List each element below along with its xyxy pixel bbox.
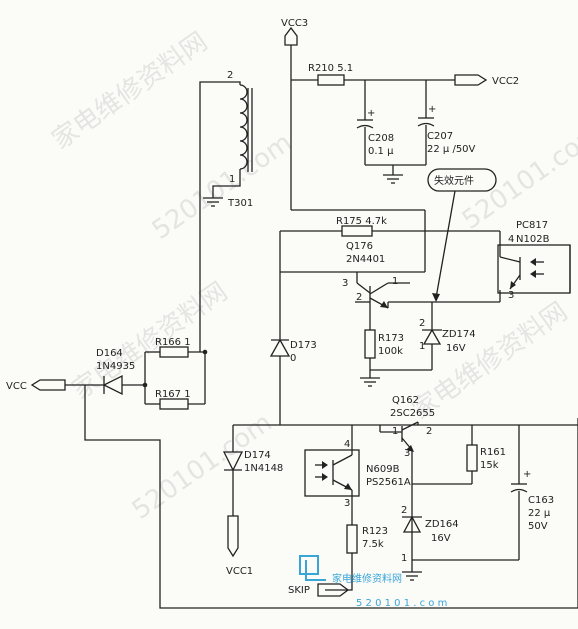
d164-diode <box>85 374 145 396</box>
t301-transformer <box>199 81 253 352</box>
r161-value: 15k <box>480 460 499 471</box>
r161-resistor <box>412 425 478 485</box>
n609b-optocoupler <box>304 425 360 525</box>
c208-capacitor: + <box>356 80 375 165</box>
pc817-optocoupler <box>497 244 571 294</box>
c208-ref: C208 <box>368 133 394 144</box>
vcc1-label: VCC1 <box>226 566 253 577</box>
c208-value: 0.1 μ <box>368 146 394 157</box>
zd174-ref: ZD174 <box>442 329 476 340</box>
d164-part: 1N4935 <box>96 361 135 372</box>
c163-value1: 22 μ <box>528 508 551 519</box>
pc817-pin3: 3 <box>508 290 514 301</box>
q176-ref: Q176 <box>346 241 373 252</box>
q176-pin2: 2 <box>356 292 362 303</box>
watermark-text: 520101.com <box>147 128 298 246</box>
zd174-pin1: 1 <box>419 341 425 352</box>
r173-value: 100k <box>378 346 403 357</box>
watermark-text: 家电维修资料网 <box>67 277 233 406</box>
vcc-label: VCC <box>6 381 27 392</box>
q162-ref: Q162 <box>392 395 419 406</box>
zd164-pin2: 2 <box>401 505 407 516</box>
watermark-text: 家电维修资料网 <box>47 27 213 156</box>
c207-capacitor: + <box>417 80 436 165</box>
r161-ref: R161 <box>480 447 506 458</box>
n609b-part: PS2561A <box>366 477 411 488</box>
t301-pin1: 1 <box>229 174 235 185</box>
ground-icon <box>402 571 422 581</box>
plus-mark: + <box>428 104 436 115</box>
zd174-pin2: 2 <box>419 318 425 329</box>
pc817-ref: PC817 <box>516 220 548 231</box>
logo-url: 5 2 0 1 0 1 . c o m <box>356 598 447 609</box>
zd164-ref: ZD164 <box>425 519 459 530</box>
r123-value: 7.5k <box>362 539 384 550</box>
r210-label: R210 5.1 <box>308 63 353 74</box>
failed-component-callout <box>427 168 497 302</box>
vcc2-connector <box>454 74 488 86</box>
c163-ref: C163 <box>528 495 554 506</box>
zd174-value: 16V <box>446 343 466 354</box>
r175-label: R175 4.7k <box>336 216 387 227</box>
logo-text: 家电维修资料网 <box>332 572 402 585</box>
r173-resistor <box>364 302 376 370</box>
pc817-pin4: 4 <box>508 234 514 245</box>
n609b-pin3: 3 <box>344 498 350 509</box>
skip-connector <box>317 583 350 597</box>
pc817-part: N102B <box>516 234 550 245</box>
q176-transistor <box>280 80 426 309</box>
skip-label: SKIP <box>288 585 310 596</box>
c207-ref: C207 <box>427 131 453 142</box>
q176-part: 2N4401 <box>346 254 385 265</box>
c163-capacitor: + <box>412 425 531 561</box>
d173-ref: D173 <box>290 340 317 351</box>
plus-mark: + <box>523 469 531 480</box>
n609b-pin4: 4 <box>344 439 350 450</box>
vcc2-label: VCC2 <box>492 76 519 87</box>
c163-value2: 50V <box>528 521 548 532</box>
c207-value: 22 μ /50V <box>427 144 476 155</box>
zd164-zener <box>402 515 422 533</box>
vcc3-connector <box>284 26 298 80</box>
r166-label: R166 1 <box>155 337 191 348</box>
ground-icon <box>360 377 380 387</box>
d174-ref: D174 <box>244 450 271 461</box>
zd164-value: 16V <box>431 533 451 544</box>
t301-ref: T301 <box>227 198 253 209</box>
q162-part: 2SC2655 <box>390 408 435 419</box>
t301-pin2: 2 <box>227 70 233 81</box>
zd164-pin1: 1 <box>401 553 407 564</box>
q176-pin3: 3 <box>342 278 348 289</box>
ground-icon <box>383 174 403 184</box>
n609b-ref: N609B <box>366 464 400 475</box>
r210-resistor <box>291 74 455 86</box>
d173-diode <box>269 272 291 425</box>
q176-pin1: 1 <box>392 276 398 287</box>
q162-pin3: 3 <box>404 448 410 459</box>
d174-diode <box>222 425 244 558</box>
r123-ref: R123 <box>362 526 388 537</box>
r167-label: R167 1 <box>155 389 191 400</box>
d173-value: 0 <box>290 353 296 364</box>
r175-resistor <box>279 225 501 272</box>
site-logo: 家电维修资料网 5 2 0 1 0 1 . c o m <box>299 555 447 609</box>
q162-pin1: 1 <box>392 426 398 437</box>
vcc3-label: VCC3 <box>281 18 308 29</box>
r123-resistor <box>325 524 358 591</box>
r166-r167-resistors <box>142 346 208 410</box>
q162-transistor <box>379 421 419 565</box>
d174-part: 1N4148 <box>244 463 283 474</box>
plus-mark: + <box>367 108 375 119</box>
r173-ref: R173 <box>378 333 404 344</box>
d164-ref: D164 <box>96 348 123 359</box>
callout-label: 失效元件 <box>434 174 474 187</box>
ground-icon <box>203 197 223 207</box>
vcc-connector <box>30 379 85 391</box>
watermark-text: 520101.com <box>457 118 578 236</box>
q162-pin2: 2 <box>426 426 432 437</box>
zd174-zener <box>422 302 442 370</box>
